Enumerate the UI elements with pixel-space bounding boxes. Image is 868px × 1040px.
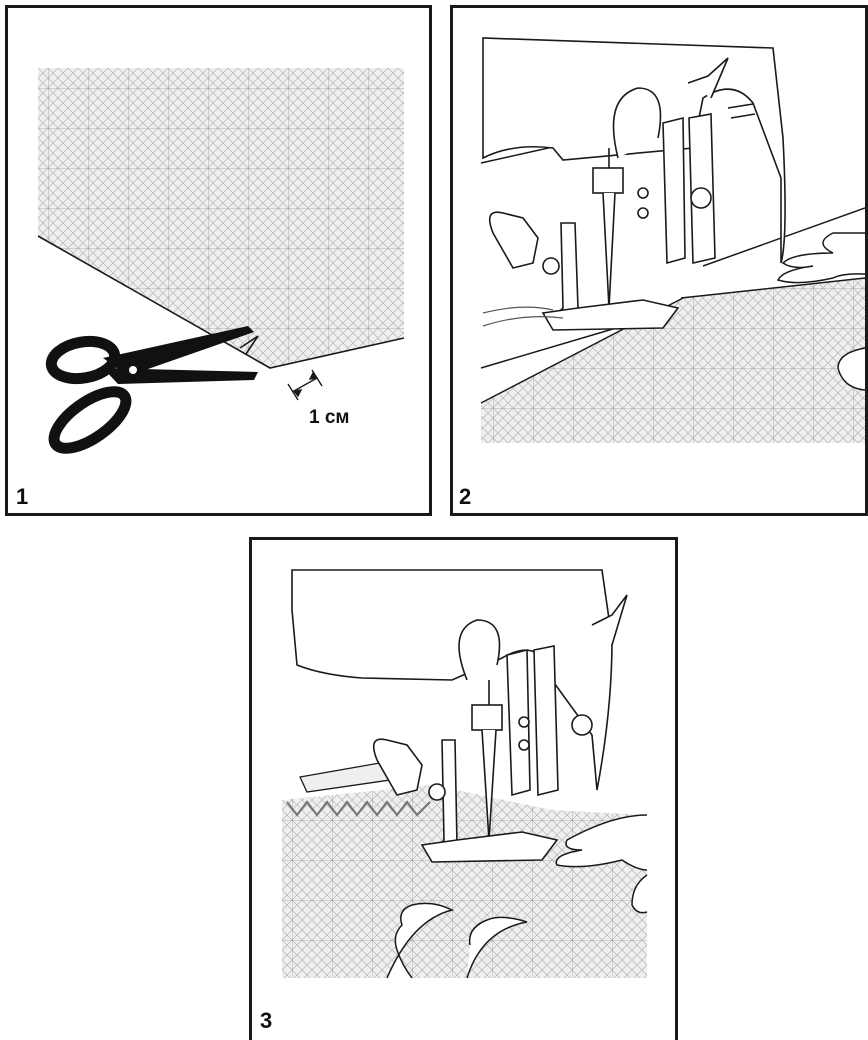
- step-2-panel: 2: [450, 5, 868, 516]
- measurement-label: 1 см: [309, 407, 350, 428]
- fabric-pattern: [38, 68, 404, 368]
- zigzag-stitch: [286, 800, 431, 817]
- sewing-machine-icon: [482, 37, 786, 331]
- hand-icon: [386, 814, 648, 979]
- hand-icon: [776, 232, 865, 391]
- step-1-panel: 1 см 1: [5, 5, 432, 516]
- step-number: 1: [16, 484, 29, 509]
- step-1-illustration: [37, 68, 405, 454]
- scissors-icon: [45, 326, 258, 454]
- step-2-illustration: [480, 37, 865, 443]
- fabric-pattern: [481, 278, 865, 443]
- step-number: 3: [260, 1008, 273, 1033]
- dimension-marker: [287, 369, 323, 401]
- step-3-illustration: [282, 569, 648, 979]
- step-3-panel: 3: [249, 537, 678, 1040]
- sewing-machine-icon: [291, 569, 628, 863]
- step-number: 2: [459, 484, 472, 509]
- fabric-pattern: [282, 759, 647, 978]
